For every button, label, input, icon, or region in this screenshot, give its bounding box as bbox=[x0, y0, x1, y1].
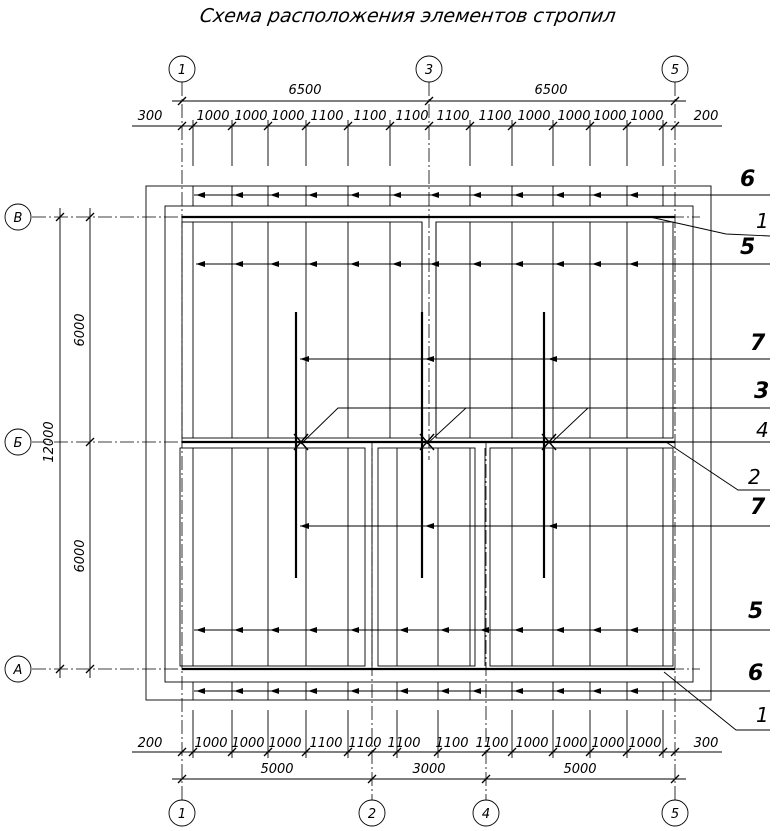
dim-text: 200 bbox=[138, 736, 163, 751]
dim-text: 12000 bbox=[42, 421, 57, 462]
arrowheads bbox=[196, 192, 638, 694]
dim-text: 1000 bbox=[231, 736, 264, 751]
dim-text: 1000 bbox=[196, 109, 229, 124]
dim-text: 1000 bbox=[271, 109, 304, 124]
mark-5-bottom: 5 bbox=[748, 599, 763, 624]
axis-label: 5 bbox=[671, 807, 679, 822]
dim-text: 1100 bbox=[436, 109, 469, 124]
axis-bubbles-left: В Б А bbox=[4, 203, 32, 683]
mark-3: 3 bbox=[754, 379, 769, 404]
axis-label: Б bbox=[14, 436, 23, 451]
dim-text: 200 bbox=[694, 109, 719, 124]
dim-text: 1000 bbox=[628, 736, 661, 751]
dimension-ticks bbox=[55, 96, 680, 784]
dim-text: 1100 bbox=[387, 736, 420, 751]
dim-text: 1000 bbox=[517, 109, 550, 124]
dim-text: 1100 bbox=[310, 109, 343, 124]
dim-text: 1100 bbox=[475, 736, 508, 751]
dim-text: 300 bbox=[694, 736, 719, 751]
dim-top-overall: 6500 6500 bbox=[288, 83, 567, 98]
axis-bubbles-top: 1 3 5 bbox=[168, 55, 689, 83]
mark-4: 4 bbox=[756, 418, 769, 442]
dim-text: 1000 bbox=[554, 736, 587, 751]
dim-top-spacing: 300 1000 1000 1000 1100 1100 1100 1100 1… bbox=[138, 109, 719, 124]
leader-mark-1-bottom bbox=[663, 671, 770, 731]
mark-1-bottom: 1 bbox=[756, 703, 769, 727]
dim-text: 1100 bbox=[395, 109, 428, 124]
upper-bay-outlines bbox=[181, 221, 674, 439]
dim-text: 1000 bbox=[268, 736, 301, 751]
dim-text: 1000 bbox=[557, 109, 590, 124]
mark-1-top: 1 bbox=[756, 209, 769, 233]
axis-label: А bbox=[13, 663, 23, 678]
dim-text: 6000 bbox=[73, 539, 88, 572]
leader-mark-1-top bbox=[649, 216, 771, 237]
leaders-mark-3 bbox=[300, 407, 770, 445]
rafters-upper bbox=[192, 222, 664, 438]
axis-label: 5 bbox=[671, 63, 679, 78]
dim-text: 1000 bbox=[591, 736, 624, 751]
axis-label: 3 bbox=[425, 63, 433, 78]
axis-label: 1 bbox=[178, 807, 186, 822]
dim-text: 3000 bbox=[412, 762, 445, 777]
dim-text: 1100 bbox=[478, 109, 511, 124]
dim-text: 1000 bbox=[593, 109, 626, 124]
dim-text: 1100 bbox=[353, 109, 386, 124]
extension-lines bbox=[192, 120, 664, 758]
element-marks: 6 1 5 7 3 4 2 7 5 6 1 bbox=[740, 167, 769, 727]
dim-text: 1100 bbox=[348, 736, 381, 751]
arrow-rows bbox=[194, 194, 770, 692]
dim-text: 1100 bbox=[309, 736, 342, 751]
horizontal-axes bbox=[32, 216, 700, 670]
dim-text: 5000 bbox=[563, 762, 596, 777]
drawing-title: Схема расположения элементов стропил bbox=[198, 4, 617, 27]
dim-text: 1000 bbox=[630, 109, 663, 124]
dim-left: 6000 6000 12000 bbox=[42, 313, 88, 572]
mark-6-top: 6 bbox=[740, 167, 755, 192]
axis-label: 2 bbox=[368, 807, 376, 822]
leader-mark-2 bbox=[665, 441, 770, 491]
dim-text: 6000 bbox=[73, 313, 88, 346]
lower-bay-outlines bbox=[179, 447, 674, 667]
dim-bottom-overall: 5000 3000 5000 bbox=[260, 762, 596, 777]
dim-text: 1000 bbox=[515, 736, 548, 751]
axis-label: 4 bbox=[482, 807, 490, 822]
axis-label: В bbox=[14, 211, 23, 226]
vertical-axes bbox=[181, 82, 676, 800]
mark-6-bottom: 6 bbox=[748, 661, 763, 686]
dim-text: 1100 bbox=[435, 736, 468, 751]
axis-bubbles-bottom: 1 2 4 5 bbox=[168, 799, 689, 827]
rafters-lower bbox=[192, 448, 664, 666]
dim-text: 1000 bbox=[194, 736, 227, 751]
mark-7-bottom: 7 bbox=[750, 495, 766, 520]
dimension-lines bbox=[59, 100, 722, 780]
dim-text: 6500 bbox=[534, 83, 567, 98]
axis-label: 1 bbox=[178, 63, 186, 78]
mark-7-top: 7 bbox=[750, 331, 766, 356]
mark-2: 2 bbox=[748, 465, 761, 489]
dim-text: 5000 bbox=[260, 762, 293, 777]
dim-text: 300 bbox=[138, 109, 163, 124]
struts bbox=[293, 312, 557, 578]
dim-bottom-spacing: 200 1000 1000 1000 1100 1100 1100 1100 1… bbox=[138, 736, 719, 751]
dim-text: 6500 bbox=[288, 83, 321, 98]
mark-5-top: 5 bbox=[740, 235, 755, 260]
dim-text: 1000 bbox=[234, 109, 267, 124]
